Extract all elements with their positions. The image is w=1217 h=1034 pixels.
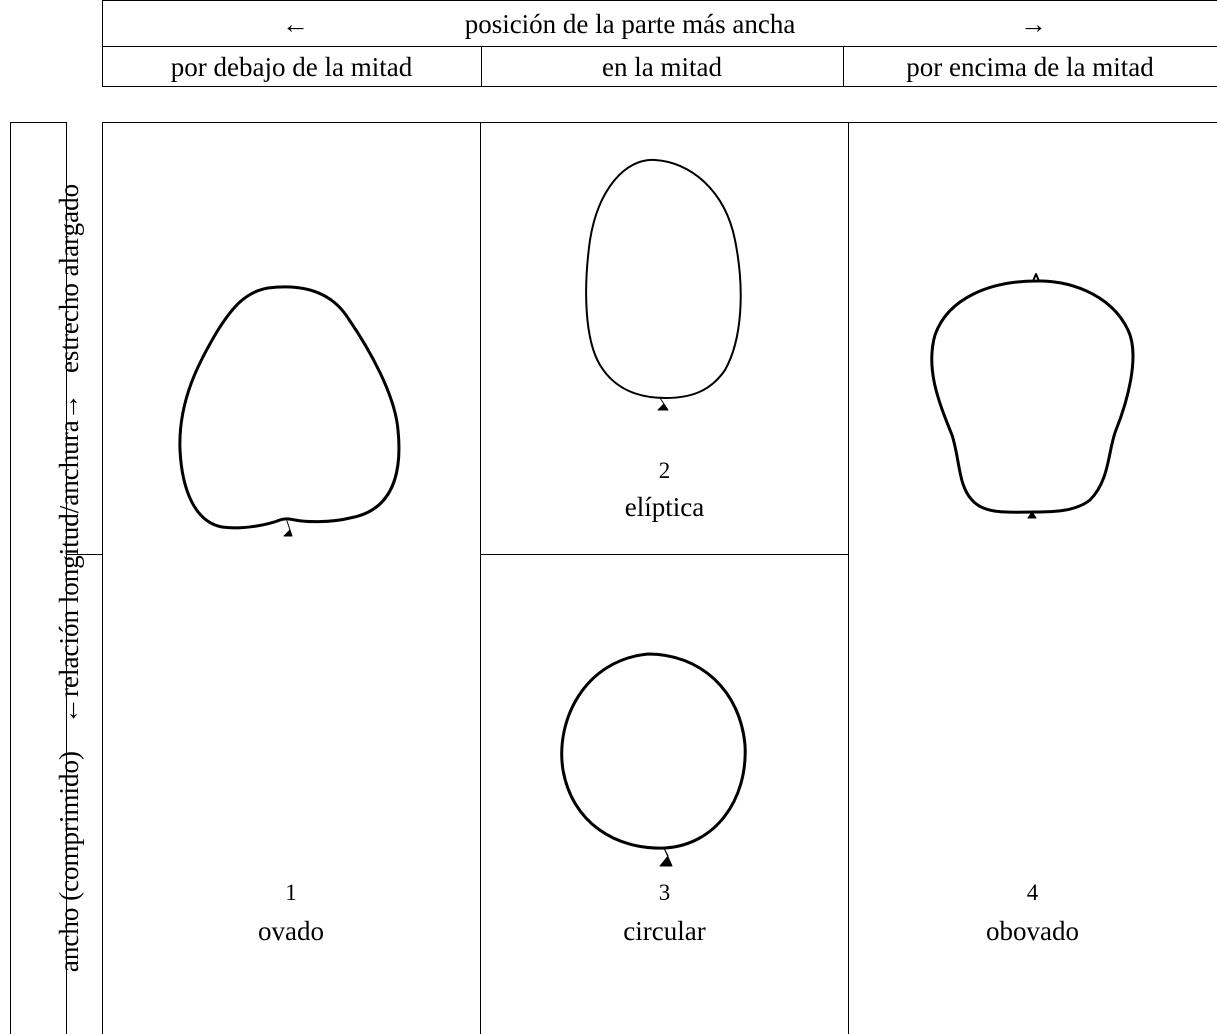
shape-name-elliptic: elíptica	[624, 492, 705, 522]
shape-number-1: 1	[285, 880, 297, 905]
column-header-above-middle: por encima de la mitad	[906, 52, 1154, 82]
shape-number-3: 3	[658, 880, 671, 905]
shape-number-2: 2	[658, 458, 671, 483]
shape-name-obovate: obovado	[986, 916, 1079, 946]
arrow-left-icon: ←	[282, 9, 309, 39]
column-header-below-middle: por debajo de la mitad	[170, 52, 413, 82]
column-header-middle: en la mitad	[602, 52, 722, 82]
arrow-right-icon: →	[1020, 9, 1047, 39]
shape-number-4: 4	[1026, 880, 1039, 905]
shape-name-ovate: ovado	[258, 916, 324, 946]
header-title: posición de la parte más ancha	[464, 9, 796, 39]
shape-name-circular: circular	[623, 916, 706, 946]
